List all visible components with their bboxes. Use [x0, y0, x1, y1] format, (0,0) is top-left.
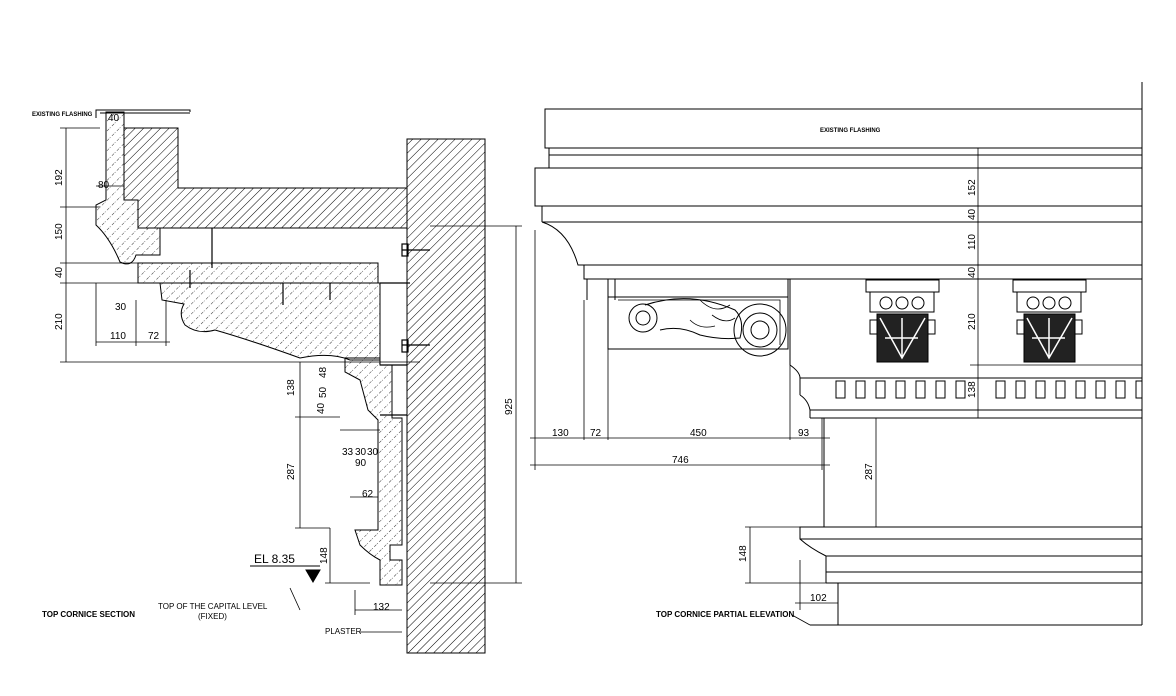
dim-30a: 30 [355, 447, 367, 458]
elevation-title: TOP CORNICE PARTIAL ELEVATION [656, 610, 794, 619]
fillet [583, 264, 1143, 280]
soffit-band [137, 262, 379, 284]
bracket-section [159, 282, 381, 361]
elev-dim-287: 287 [864, 463, 875, 480]
elevation-flashing-label: EXISTING FLASHING [820, 128, 881, 134]
dim-192: 192 [54, 169, 65, 186]
elev-dim-450: 450 [690, 428, 707, 439]
ornament-block-2 [1012, 279, 1087, 363]
plaster-label: PLASTER [325, 627, 362, 636]
dim-210: 210 [54, 313, 65, 330]
elev-dim-40a: 40 [967, 208, 978, 220]
section-title: TOP CORNICE SECTION [42, 610, 135, 619]
dim-50: 50 [318, 386, 329, 398]
dim-132: 132 [373, 602, 390, 613]
elev-dim-746: 746 [672, 455, 689, 466]
dim-925: 925 [504, 398, 515, 415]
dim-150: 150 [54, 223, 65, 240]
section-dimensions [60, 127, 522, 633]
dim-80: 80 [98, 180, 110, 191]
ornament-block-1 [865, 279, 940, 363]
dim-72: 72 [148, 331, 160, 342]
dim-40-left: 40 [54, 266, 65, 278]
elev-dim-130: 130 [552, 428, 569, 439]
section-flashing-label: EXISTING FLASHING [32, 112, 93, 118]
parapet-slab [123, 127, 408, 229]
cornice-elevation [530, 82, 1143, 626]
elev-dim-72: 72 [590, 428, 602, 439]
elev-dim-40b: 40 [967, 266, 978, 278]
dim-90: 90 [355, 458, 367, 469]
scroll-bracket [607, 278, 789, 357]
elev-dim-93: 93 [798, 428, 810, 439]
level-label: EL 8.35 [254, 552, 295, 566]
dim-110: 110 [110, 331, 126, 342]
dim-287: 287 [286, 463, 297, 480]
cyma-profile [541, 221, 1142, 266]
elev-dim-102: 102 [810, 593, 827, 604]
dim-30b: 30 [367, 447, 379, 458]
corona [534, 167, 1143, 207]
elevation-dimensions [530, 148, 1142, 626]
dentil-row [835, 380, 1143, 399]
dim-148: 148 [319, 547, 330, 564]
level-marker [250, 565, 321, 583]
elev-dim-110: 110 [967, 234, 978, 250]
capital-note-line2: (FIXED) [198, 612, 227, 621]
cornice-section [60, 109, 522, 654]
capital-note-line1: TOP OF THE CAPITAL LEVEL [158, 602, 268, 611]
lower-moulding [344, 357, 403, 586]
dim-138: 138 [286, 379, 297, 396]
dim-33: 33 [342, 447, 354, 458]
dim-48: 48 [318, 366, 329, 378]
flashing-line [95, 109, 191, 118]
elev-dim-138: 138 [967, 381, 978, 398]
dim-40-top: 40 [108, 113, 120, 124]
existing-wall [406, 138, 486, 654]
lower-fascia [799, 526, 1143, 540]
anchor-bolts [189, 228, 430, 416]
dim-62: 62 [362, 489, 374, 500]
elev-dim-148: 148 [738, 545, 749, 562]
dim-40b: 40 [316, 402, 327, 414]
elev-dim-152: 152 [967, 179, 978, 196]
dim-30: 30 [115, 302, 127, 313]
elev-dim-210: 210 [967, 313, 978, 330]
